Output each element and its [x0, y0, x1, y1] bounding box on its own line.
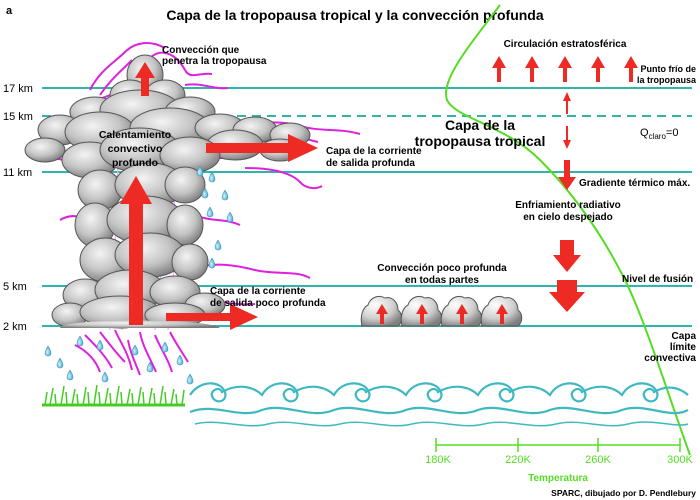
- credit: SPARC, dibujado por D. Pendlebury: [551, 488, 696, 498]
- shallow-cloud-arrow-4: [496, 304, 508, 324]
- arrows: [120, 56, 638, 330]
- label-cold-point-line1: Punto frío de: [641, 64, 697, 74]
- temp-tick-260: 260K: [585, 454, 611, 466]
- radcool-arrow-small: [558, 160, 576, 190]
- label-melting-level: Nivel de fusión: [622, 274, 693, 285]
- label-radcool-line1: Enfriamiento radiativo: [515, 200, 621, 211]
- temp-tick-220: 220K: [505, 454, 531, 466]
- level-label-11km: 11 km: [3, 167, 32, 179]
- label-cold-point-line2: la tropopausa: [637, 75, 697, 85]
- level-label-17km: 17 km: [3, 83, 33, 95]
- label-shallow-conv-line2: en todas partes: [405, 275, 479, 286]
- strat-arrow-4: [591, 56, 605, 82]
- label-boundary-layer-line3: convectiva: [644, 353, 696, 364]
- strat-arrow-2: [525, 56, 539, 82]
- diagram-title: Capa de la tropopausa tropical y la conv…: [166, 7, 544, 23]
- level-label-2km: 2 km: [3, 321, 27, 333]
- strat-arrow-5: [624, 56, 638, 82]
- label-ttl-line1: Capa de la: [445, 117, 515, 133]
- radcool-arrow-medium: [553, 240, 581, 272]
- label-warming-line2: convectivo: [108, 143, 163, 155]
- temperature-axis: [435, 438, 681, 452]
- temp-tick-180: 180K: [425, 454, 451, 466]
- ttl-small-arrow-down: [563, 126, 571, 149]
- label-boundary-layer-line2: límite: [670, 342, 697, 353]
- label-strat-circulation: Circulación estratosférica: [504, 39, 627, 50]
- label-deep-outflow-line2: de salida profunda: [326, 158, 415, 169]
- panel-letter: a: [6, 5, 13, 17]
- updraft-arrow: [120, 176, 152, 325]
- overshoot-arrow: [135, 62, 155, 96]
- temperature-profile: [444, 4, 691, 456]
- shallow-outflow-arrow: [166, 304, 258, 330]
- label-ttl-line2: tropopausa tropical: [415, 133, 546, 149]
- shallow-cloud-arrow-3: [456, 304, 468, 324]
- grass: [42, 384, 185, 407]
- ocean-waves: [189, 382, 689, 427]
- label-overshoot-line1: Convección que: [162, 45, 240, 56]
- temp-tick-300: 300K: [667, 454, 693, 466]
- label-q-clear: Qclaro=0: [640, 127, 678, 141]
- label-deep-outflow-line1: Capa de la corriente: [326, 146, 422, 157]
- strat-arrow-3: [558, 56, 572, 82]
- label-max-lapse-rate: Gradiente térmico máx.: [579, 178, 690, 189]
- label-radcool-line2: en cielo despejado: [523, 212, 612, 223]
- label-shallow-conv-line1: Convección poco profunda: [377, 263, 507, 274]
- deep-outflow-arrow: [206, 134, 318, 162]
- level-label-15km: 15 km: [3, 111, 33, 123]
- label-warming-line1: Calentamiento: [99, 129, 171, 141]
- shallow-cloud-arrow-2: [416, 304, 428, 324]
- label-warming-line3: profundo: [112, 157, 158, 169]
- label-shallow-outflow-line1: Capa de la corriente: [210, 286, 306, 297]
- level-label-5km: 5 km: [3, 281, 27, 293]
- strat-arrow-1: [492, 56, 506, 82]
- radcool-arrow-large: [549, 280, 585, 312]
- shallow-cloud-arrow-1: [376, 304, 388, 324]
- rain-drops: [44, 165, 234, 385]
- ttl-small-arrow-up: [563, 92, 571, 114]
- label-overshoot-line2: penetra la tropopausa: [162, 56, 267, 67]
- label-boundary-layer-line1: Capa: [672, 331, 697, 342]
- label-shallow-outflow-line2: de salida poco profunda: [210, 298, 326, 309]
- deep-convective-cloud: [24, 54, 311, 329]
- temperature-axis-title: Temperatura: [528, 473, 588, 484]
